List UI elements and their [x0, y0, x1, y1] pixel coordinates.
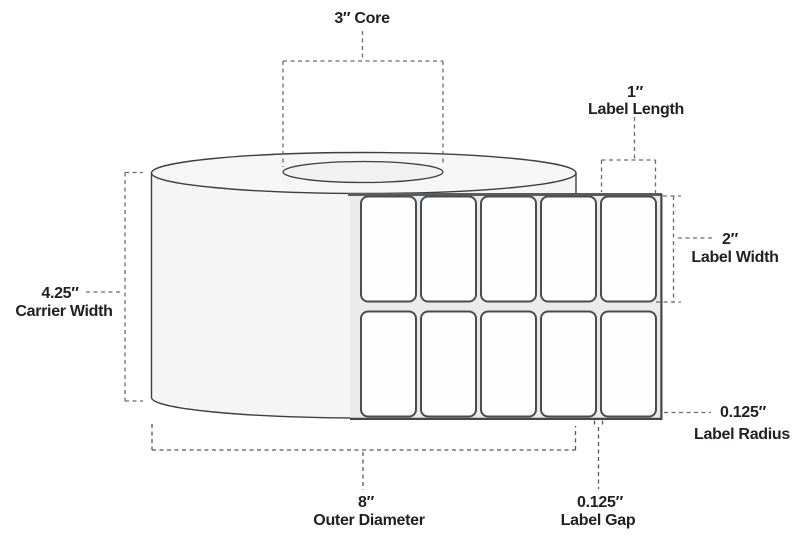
dim-carrier-width: 4.25″ Carrier Width	[15, 171, 143, 402]
dim-label-width: 2″ Label Width	[656, 195, 779, 303]
label-cell	[360, 195, 417, 303]
label-cell	[420, 195, 477, 303]
outer-diameter-value: 8″	[358, 494, 375, 511]
core-ellipse	[282, 160, 444, 184]
label-width-label: Label Width	[691, 249, 778, 266]
carrier-width-label: Carrier Width	[15, 303, 112, 320]
dim-core: 3″ Core	[282, 10, 444, 167]
outer-diameter-label: Outer Diameter	[313, 512, 424, 529]
label-cell	[540, 310, 597, 418]
label-cell	[420, 310, 477, 418]
dim-label-length: 1″ Label Length	[588, 84, 684, 193]
dim-label-gap: 0.125″ Label Gap	[561, 420, 636, 529]
label-length-value: 1″	[627, 84, 644, 101]
label-radius-value: 0.125″	[720, 404, 767, 421]
core-dimension-label: 3″ Core	[334, 10, 390, 27]
label-radius-label: Label Radius	[694, 426, 790, 443]
label-width-value: 2″	[722, 231, 739, 248]
label-gap-value: 0.125″	[577, 494, 624, 511]
label-grid	[360, 195, 657, 418]
label-cell	[360, 310, 417, 418]
dim-label-radius: 0.125″ Label Radius	[664, 404, 791, 443]
label-gap-label: Label Gap	[561, 512, 636, 529]
carrier-width-value: 4.25″	[41, 285, 79, 302]
label-length-label: Label Length	[588, 101, 684, 118]
label-cell	[600, 310, 657, 418]
label-cell	[540, 195, 597, 303]
label-cell	[600, 195, 657, 303]
label-cell	[480, 195, 537, 303]
dim-outer-diameter: 8″ Outer Diameter	[151, 424, 577, 529]
label-strip	[348, 193, 663, 420]
strip-right-bottom-edge	[350, 193, 663, 420]
label-cell	[480, 310, 537, 418]
